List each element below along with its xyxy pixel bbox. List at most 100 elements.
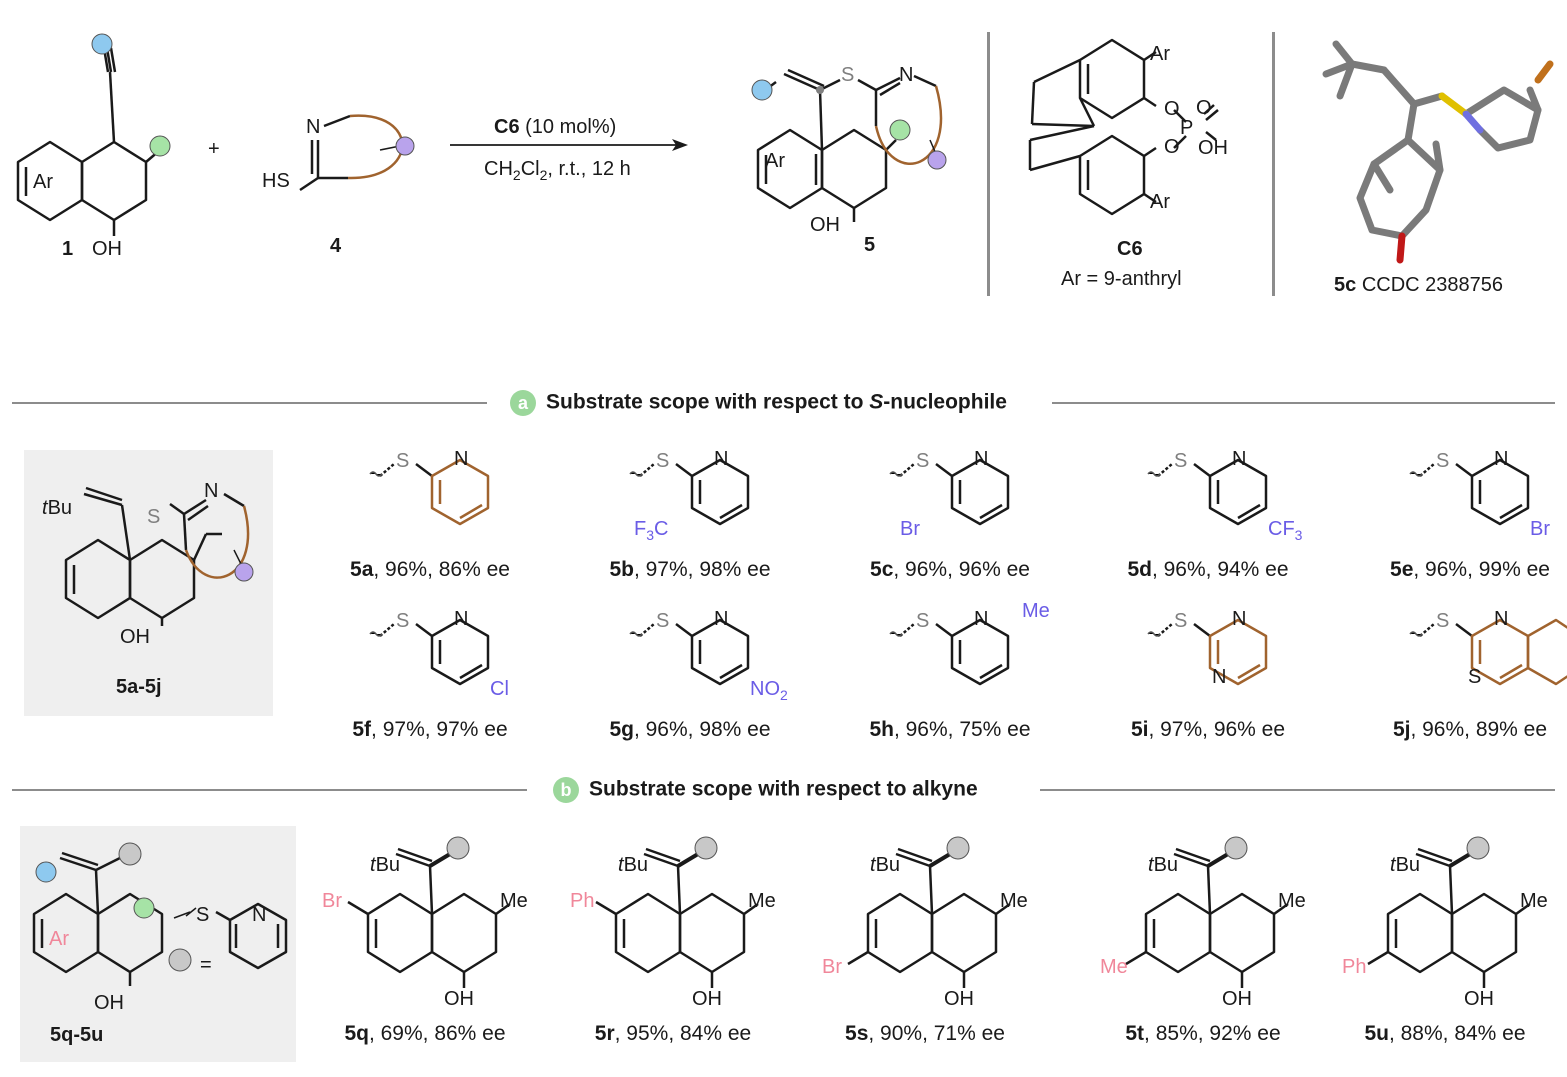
xray-structure-5c — [1322, 40, 1554, 264]
wavy-bond-icon — [1147, 631, 1161, 637]
methyl-label: Me — [1520, 890, 1548, 912]
nitrogen-label: N — [714, 608, 729, 630]
blue-substituent-icon — [35, 861, 57, 883]
hydroxyl-label: OH — [1464, 988, 1494, 1010]
ring-label: Ar — [33, 171, 53, 193]
blue-substituent-icon — [91, 33, 113, 55]
yield-ee-caption: 5u, 88%, 84% ee — [1364, 1022, 1526, 1045]
section-rule — [1052, 402, 1555, 404]
nitrogen-label: N — [1232, 448, 1247, 470]
purple-substituent-icon — [395, 136, 415, 156]
structure-5s — [847, 836, 1011, 988]
substituent-label: F3C — [634, 518, 669, 543]
sulfur-label: S — [147, 506, 161, 528]
structure-5g — [629, 618, 750, 686]
nitrogen-label: N — [899, 64, 914, 86]
section-rule — [1040, 789, 1555, 791]
tbu-label: tBu — [370, 854, 401, 876]
sulfur-label: S — [916, 450, 930, 472]
tbu-label: tBu — [1148, 854, 1179, 876]
structure-range-label: 5q-5u — [50, 1024, 104, 1046]
catalyst-definition: Ar = 9-anthryl — [1061, 268, 1182, 290]
wavy-bond-icon — [629, 471, 643, 477]
yield-ee-caption: 5j, 96%, 89% ee — [1392, 718, 1548, 741]
substituent-label: N — [1212, 666, 1227, 688]
structure-1 — [16, 33, 171, 236]
substituent-label: Ph — [570, 890, 595, 912]
structure-5e — [1409, 458, 1530, 526]
substituent-label: Br — [1530, 518, 1550, 540]
nitrogen-label: N — [306, 116, 321, 138]
yield-ee-caption: 5d, 96%, 94% ee — [1127, 558, 1289, 581]
methyl-label: Me — [748, 890, 776, 912]
aryl-label: Ar — [1150, 191, 1170, 213]
nitrogen-label: N — [974, 448, 989, 470]
equals-sign: = — [200, 954, 212, 976]
substituent-label: Me — [1022, 600, 1050, 622]
hydroxyl-label: OH — [444, 988, 474, 1010]
methyl-label: Me — [500, 890, 528, 912]
methyl-label: Me — [1278, 890, 1306, 912]
divider — [1272, 32, 1275, 296]
section-badge: a — [510, 390, 536, 416]
sulfur-label: S — [1436, 450, 1450, 472]
purple-substituent-icon — [927, 150, 947, 170]
wavy-bond-icon — [1409, 471, 1423, 477]
catalyst-line: C6 (10 mol%) — [494, 116, 617, 138]
tbu-label: tBu — [42, 497, 73, 519]
wavy-bond-icon — [889, 471, 903, 477]
structure-5j — [1409, 618, 1567, 686]
yield-ee-caption: 5t, 85%, 92% ee — [1125, 1022, 1281, 1045]
yield-ee-caption: 5s, 90%, 71% ee — [845, 1022, 1005, 1045]
compound-number: 4 — [330, 235, 342, 257]
wavy-bond-icon — [369, 471, 383, 477]
substituent-label: CF3 — [1268, 518, 1303, 543]
wavy-bond-icon — [1147, 471, 1161, 477]
structure-5 — [751, 68, 947, 222]
structure-5f — [369, 618, 490, 686]
nitrogen-label: N — [252, 904, 267, 926]
tbu-label: tBu — [1390, 854, 1421, 876]
nitrogen-label: N — [1494, 608, 1509, 630]
substituent-label: Ph — [1342, 956, 1367, 978]
xray-caption: 5c CCDC 2388756 — [1334, 274, 1504, 296]
catalyst-name: C6 — [1117, 238, 1143, 260]
sulfur-label: S — [1436, 610, 1450, 632]
sulfur-label: S — [1174, 610, 1188, 632]
structure-5r — [595, 836, 759, 988]
hydroxyl-label: OH — [120, 626, 150, 648]
aryl-label: Ar — [1150, 43, 1170, 65]
green-substituent-icon — [149, 135, 171, 157]
yield-ee-caption: 5q, 69%, 86% ee — [344, 1022, 506, 1045]
conditions-line: CH2Cl2, r.t., 12 h — [484, 158, 631, 183]
structure-5b — [629, 458, 750, 526]
hydroxyl-label: OH — [94, 992, 124, 1014]
section-badge: b — [553, 777, 579, 803]
tbu-label: tBu — [870, 854, 901, 876]
structure-5a-5j — [64, 486, 254, 626]
structure-5a — [369, 458, 490, 526]
nitrogen-label: N — [454, 608, 469, 630]
ring-label: Ar — [765, 150, 785, 172]
structure-5q-5u — [32, 842, 288, 986]
substituent-label: S — [1468, 666, 1482, 688]
gray-substituent-icon — [446, 836, 470, 860]
nitrogen-label: N — [1232, 608, 1247, 630]
yield-ee-caption: 5i, 97%, 96% ee — [1130, 718, 1286, 741]
gray-substituent-icon — [168, 948, 192, 972]
structure-5d — [1147, 458, 1268, 526]
thiol-label: HS — [262, 170, 290, 192]
compound-number: 1 — [62, 238, 74, 260]
sulfur-label: S — [841, 64, 855, 86]
yield-ee-caption: 5h, 96%, 75% ee — [869, 718, 1031, 741]
compound-number: 5 — [864, 234, 876, 256]
structure-4 — [299, 114, 415, 192]
plus-sign: + — [208, 138, 220, 160]
hydroxyl-label: OH — [1222, 988, 1252, 1010]
structure-5u — [1367, 836, 1531, 988]
structure-5c — [889, 458, 1010, 526]
section-rule — [12, 789, 527, 791]
methyl-label: Me — [1000, 890, 1028, 912]
wavy-bond-icon — [889, 631, 903, 637]
yield-ee-caption: 5r, 95%, 84% ee — [594, 1022, 752, 1045]
